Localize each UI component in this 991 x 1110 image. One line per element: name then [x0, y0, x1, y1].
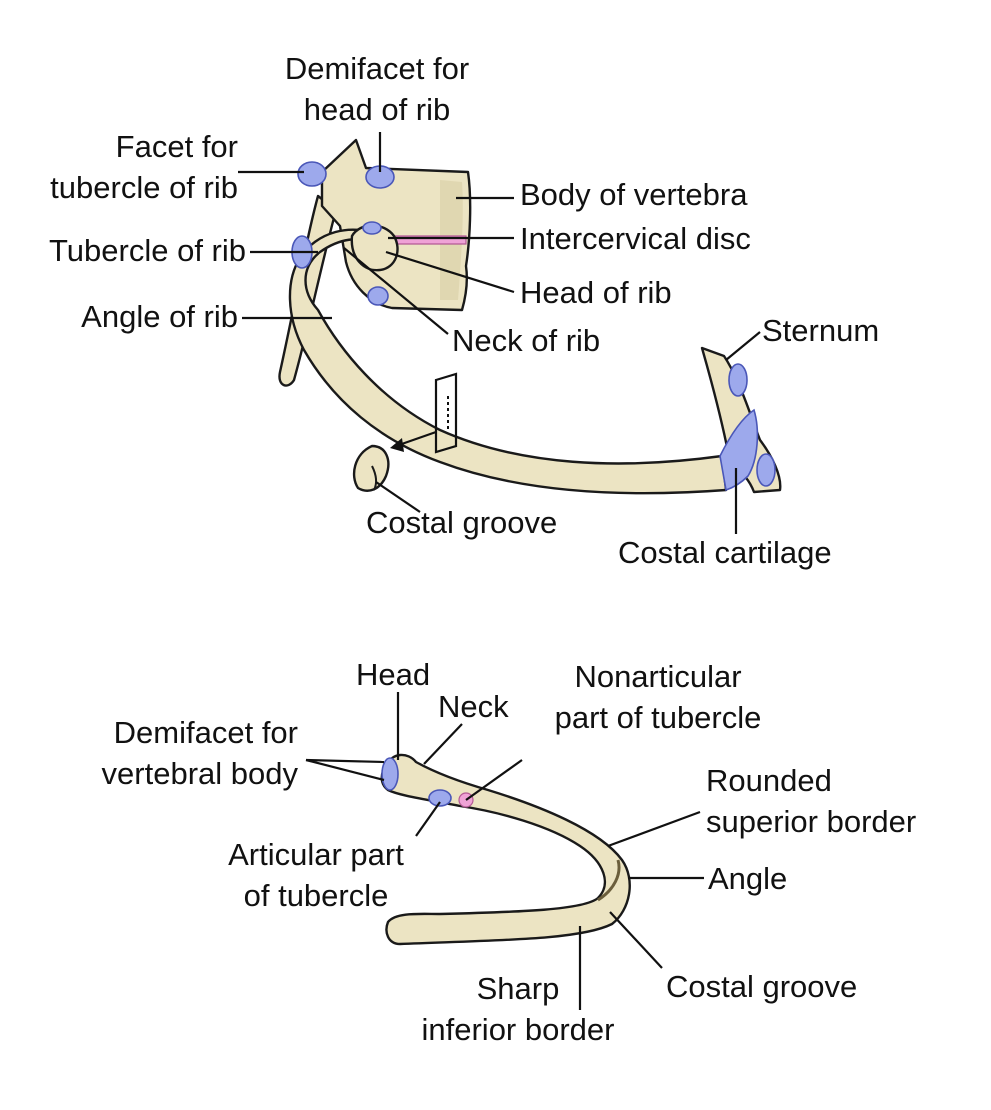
cross-section-plane [434, 372, 458, 454]
label-articular-line1: Articular part [228, 837, 404, 872]
label-demifacet-vertebral-line1: Demifacet for [113, 715, 298, 750]
sternum-facet-lower [756, 453, 776, 487]
leader-demifacet-vert-a [305, 758, 385, 764]
label-rounded-superior-line1: Rounded [706, 763, 832, 798]
leader-costal-groove [375, 481, 421, 513]
bottom-figure [305, 692, 704, 1010]
demifacet-vertebral-body [381, 757, 399, 791]
label-nonarticular-line1: Nonarticular [574, 659, 742, 694]
leader-sternum [725, 331, 761, 361]
label-angle-rib: Angle of rib [81, 299, 238, 334]
costal-cartilage [719, 408, 759, 492]
label-angle: Angle [708, 861, 788, 896]
label-sternum: Sternum [762, 313, 880, 348]
label-costal-cartilage: Costal cartilage [618, 535, 832, 570]
leader-head-rib [385, 250, 515, 294]
cross-section-arrowhead [390, 438, 404, 452]
label-facet-tubercle-line2: tubercle of rib [50, 170, 238, 205]
leader-costal-groove-b [609, 911, 663, 969]
label-body-vertebra: Body of vertebra [520, 177, 748, 212]
label-facet-tubercle-line1: Facet for [115, 129, 238, 164]
leader-articular [415, 801, 441, 837]
label-demifacet-vertebral-line2: vertebral body [101, 756, 298, 791]
leader-neck [423, 723, 463, 765]
label-costal-groove-bottom: Costal groove [666, 969, 858, 1004]
label-articular: Articular part of tubercle [206, 834, 426, 916]
label-rounded-superior: Rounded superior border [706, 760, 916, 842]
label-demifacet-head-line2: head of rib [303, 92, 451, 127]
typical-rib-groove [597, 859, 621, 902]
rib-shaft [288, 228, 728, 495]
costal-groove-notch [371, 465, 378, 491]
label-costal-groove-top: Costal groove [366, 505, 558, 540]
costal-groove-section [352, 444, 390, 492]
demifacet-inferior-head [362, 221, 382, 235]
label-sharp-inferior-line2: inferior border [421, 1012, 615, 1047]
leader-nonarticular [465, 759, 523, 801]
label-head-rib: Head of rib [520, 275, 672, 310]
label-intercervical-disc: Intercervical disc [520, 221, 751, 256]
demifacet-inferior [367, 286, 389, 306]
label-articular-line2: of tubercle [243, 878, 389, 913]
articular-tubercle [428, 789, 452, 807]
label-demifacet-head: Demifacet for head of rib [262, 48, 492, 130]
leader-neck-rib [343, 247, 449, 335]
label-sharp-inferior: Sharp inferior border [404, 968, 632, 1050]
label-facet-tubercle: Facet for tubercle of rib [10, 126, 238, 208]
leader-demifacet-vert-b [305, 758, 385, 782]
label-tubercle-rib: Tubercle of rib [49, 233, 246, 268]
label-demifacet-head-line1: Demifacet for [284, 51, 470, 86]
facet-transverse [297, 161, 327, 187]
label-demifacet-vertebral: Demifacet for vertebral body [40, 712, 298, 794]
label-neck: Neck [438, 689, 509, 724]
top-figure [238, 132, 782, 534]
label-nonarticular-line2: part of tubercle [554, 700, 762, 735]
label-head: Head [356, 657, 431, 692]
label-nonarticular: Nonarticular part of tubercle [530, 656, 786, 738]
label-rounded-superior-line2: superior border [706, 804, 917, 839]
label-sharp-inferior-line1: Sharp [476, 971, 560, 1006]
leader-rounded-superior [607, 810, 701, 848]
label-neck-rib: Neck of rib [452, 323, 601, 358]
sternum-facet-upper [728, 363, 748, 397]
